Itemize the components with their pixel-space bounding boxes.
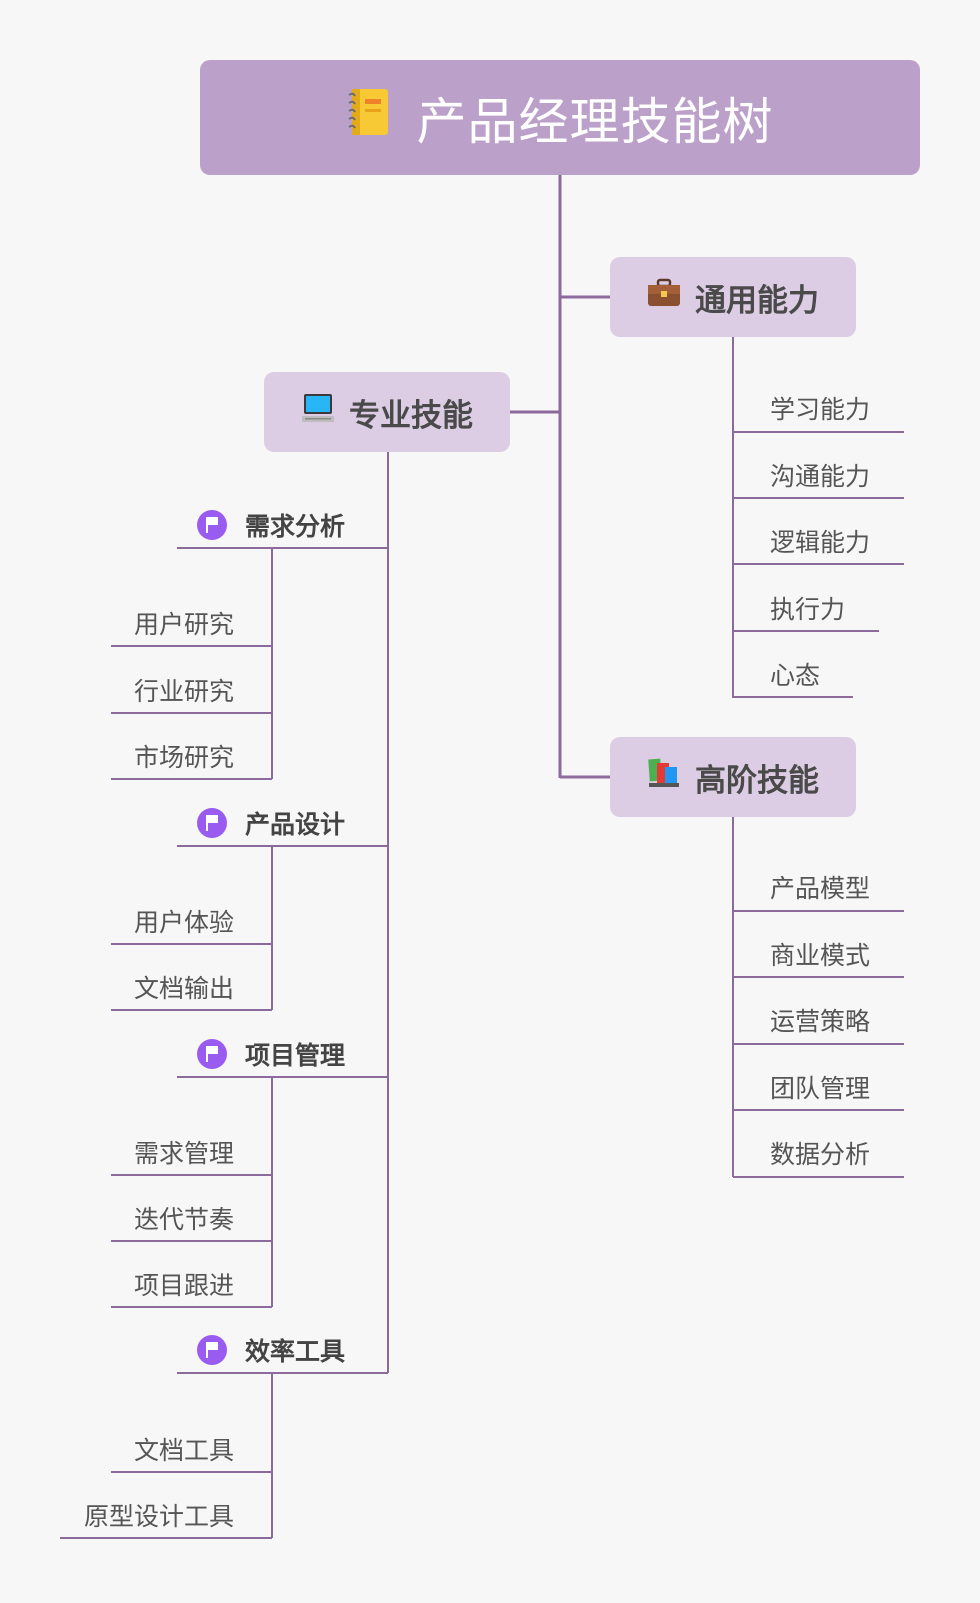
advanced-item-3[interactable]: 团队管理: [770, 1074, 871, 1103]
subgroup-1-title: 产品设计: [245, 810, 346, 839]
group-2-item-0[interactable]: 需求管理: [133, 1139, 234, 1168]
flag-icon: [197, 510, 227, 540]
general-item-3[interactable]: 执行力: [770, 595, 846, 624]
general-item-1[interactable]: 沟通能力: [770, 462, 871, 491]
general-item-0[interactable]: 学习能力: [770, 395, 871, 424]
category-advanced-title: 高阶技能: [695, 762, 819, 799]
subgroup-3-title: 效率工具: [245, 1337, 346, 1366]
root-title: 产品经理技能树: [416, 92, 774, 151]
flag-icon: [197, 808, 227, 838]
group-0-item-0[interactable]: 用户研究: [133, 610, 234, 639]
category-professional[interactable]: 专业技能: [264, 372, 510, 452]
group-2-item-1[interactable]: 迭代节奏: [133, 1205, 234, 1234]
group-3-item-1[interactable]: 原型设计工具: [83, 1502, 234, 1531]
group-0-item-2[interactable]: 市场研究: [133, 743, 234, 772]
general-item-4[interactable]: 心态: [770, 661, 821, 690]
computer-icon: [301, 392, 335, 432]
briefcase-icon: [647, 278, 681, 316]
subgroup-3[interactable]: 效率工具: [197, 1330, 345, 1370]
advanced-item-1[interactable]: 商业模式: [770, 941, 871, 970]
category-general[interactable]: 通用能力: [610, 257, 856, 337]
books-icon: [647, 757, 681, 797]
flag-icon: [197, 1335, 227, 1365]
group-3-item-0[interactable]: 文档工具: [133, 1436, 234, 1465]
subgroup-2[interactable]: 项目管理: [197, 1034, 345, 1074]
subgroup-2-title: 项目管理: [245, 1041, 346, 1070]
subgroup-1[interactable]: 产品设计: [197, 803, 345, 843]
category-general-title: 通用能力: [695, 282, 819, 319]
group-2-item-2[interactable]: 项目跟进: [133, 1271, 234, 1300]
root-node[interactable]: 产品经理技能树: [200, 60, 920, 175]
subgroup-0[interactable]: 需求分析: [197, 505, 345, 545]
group-1-item-1[interactable]: 文档输出: [133, 974, 234, 1003]
advanced-item-4[interactable]: 数据分析: [770, 1140, 871, 1169]
general-item-2[interactable]: 逻辑能力: [770, 528, 871, 557]
group-0-item-1[interactable]: 行业研究: [133, 677, 234, 706]
advanced-item-2[interactable]: 运营策略: [770, 1007, 871, 1036]
advanced-item-0[interactable]: 产品模型: [770, 874, 871, 903]
flag-icon: [197, 1039, 227, 1069]
group-1-item-0[interactable]: 用户体验: [133, 908, 234, 937]
notebook-icon: [347, 87, 391, 149]
subgroup-0-title: 需求分析: [245, 512, 346, 541]
category-advanced[interactable]: 高阶技能: [610, 737, 856, 817]
category-professional-title: 专业技能: [349, 397, 473, 434]
